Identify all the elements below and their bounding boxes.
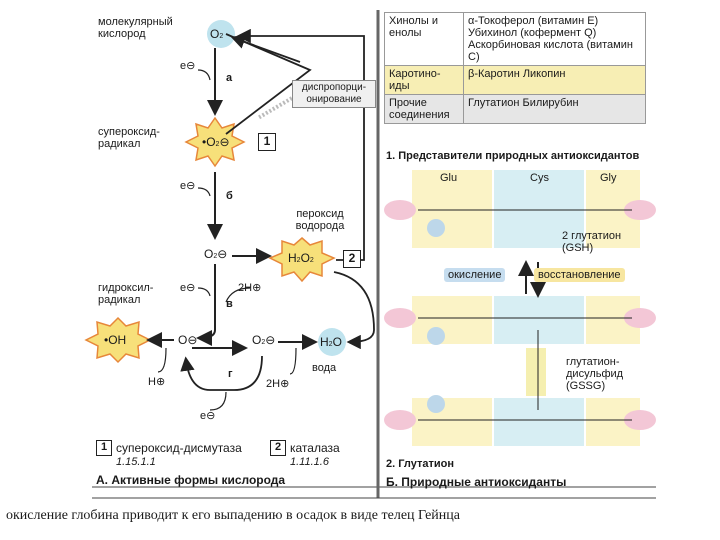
dismutation-label: диспропорци- онирование [292,80,376,108]
o-minus: O⊖ [178,333,198,347]
enzyme2-name: каталаза [290,441,340,455]
enzyme1-marker: 1 [258,133,276,151]
o-2minus: O2⊖ [252,333,276,347]
o2-formula: O2 [210,27,224,41]
enzyme2-legend-num: 2 [270,440,286,456]
hydroxyl-star [84,316,152,364]
water-formula: H2O [320,335,342,349]
e-minus-1: e⊖ [180,60,196,72]
oh-formula: •OH [104,333,127,347]
gssg-label: глутатион- дисульфид (GSSG) [566,356,624,392]
enzyme2-ec: 1.11.1.6 [290,456,329,468]
panel-a-title: А. Активные формы кислорода [96,473,286,487]
step-a: а [226,72,233,84]
table-cell-items: Глутатион Билирубин [463,94,646,124]
superoxide-formula: •O2⊖ [202,135,230,149]
table-cell-items: β-Каротин Ликопин [463,65,646,95]
peroxide-label: пероксид водорода [295,208,345,232]
oxidation-label: окисление [444,268,506,282]
water-label: вода [312,362,337,374]
table-caption: 1. Представители природных антиоксиданто… [386,150,640,162]
two-h-1: 2H⊕ [238,282,262,294]
enzyme1-name: супероксид-дисмутаза [116,441,242,455]
panel-b-title: Б. Природные антиоксиданты [386,475,567,489]
o2-circle [207,20,235,48]
peroxide-star [268,237,336,283]
table-cell-items: α-Токоферол (витамин E) Убихинол (коферм… [463,12,646,66]
gly-label: Gly [600,172,617,184]
water-circle [318,328,346,356]
table-cell-group: Каротино- иды [384,65,464,95]
footer-caption: окисление глобина приводит к его выпаден… [6,508,460,523]
glutathione-caption: 2. Глутатион [386,458,455,470]
gsh-label: 2 глутатион (GSH) [562,230,622,254]
enzyme1-legend-num: 1 [96,440,112,456]
two-h-2: 2H⊕ [266,378,290,390]
hydroxyl-label: гидроксил- радикал [98,282,154,306]
glu-label: Glu [440,172,458,184]
superoxide-label: супероксид- радикал [98,126,160,150]
cys-label: Cys [530,172,549,184]
reduction-label: восстановление [534,268,625,282]
h-plus: H⊕ [148,376,166,388]
step-b: б [226,190,233,202]
table-cell-group: Хинолы и енолы [384,12,464,66]
cys-band [494,170,584,248]
step-g: г [228,368,233,380]
table-cell-group: Прочие соединения [384,94,464,124]
e-minus-4: e⊖ [200,410,216,422]
mol-oxygen-label: молекулярный кислород [98,16,173,40]
peroxide-formula: H2O2 [288,251,314,265]
e-minus-3: e⊖ [180,282,196,294]
enzyme2-marker: 2 [343,250,361,268]
o2-2minus: O2⊖ [204,247,228,261]
superoxide-star [184,116,246,168]
step-v: в [226,298,233,310]
glu-band [412,170,492,248]
enzyme1-ec: 1.15.1.1 [116,456,156,468]
e-minus-2: e⊖ [180,180,196,192]
